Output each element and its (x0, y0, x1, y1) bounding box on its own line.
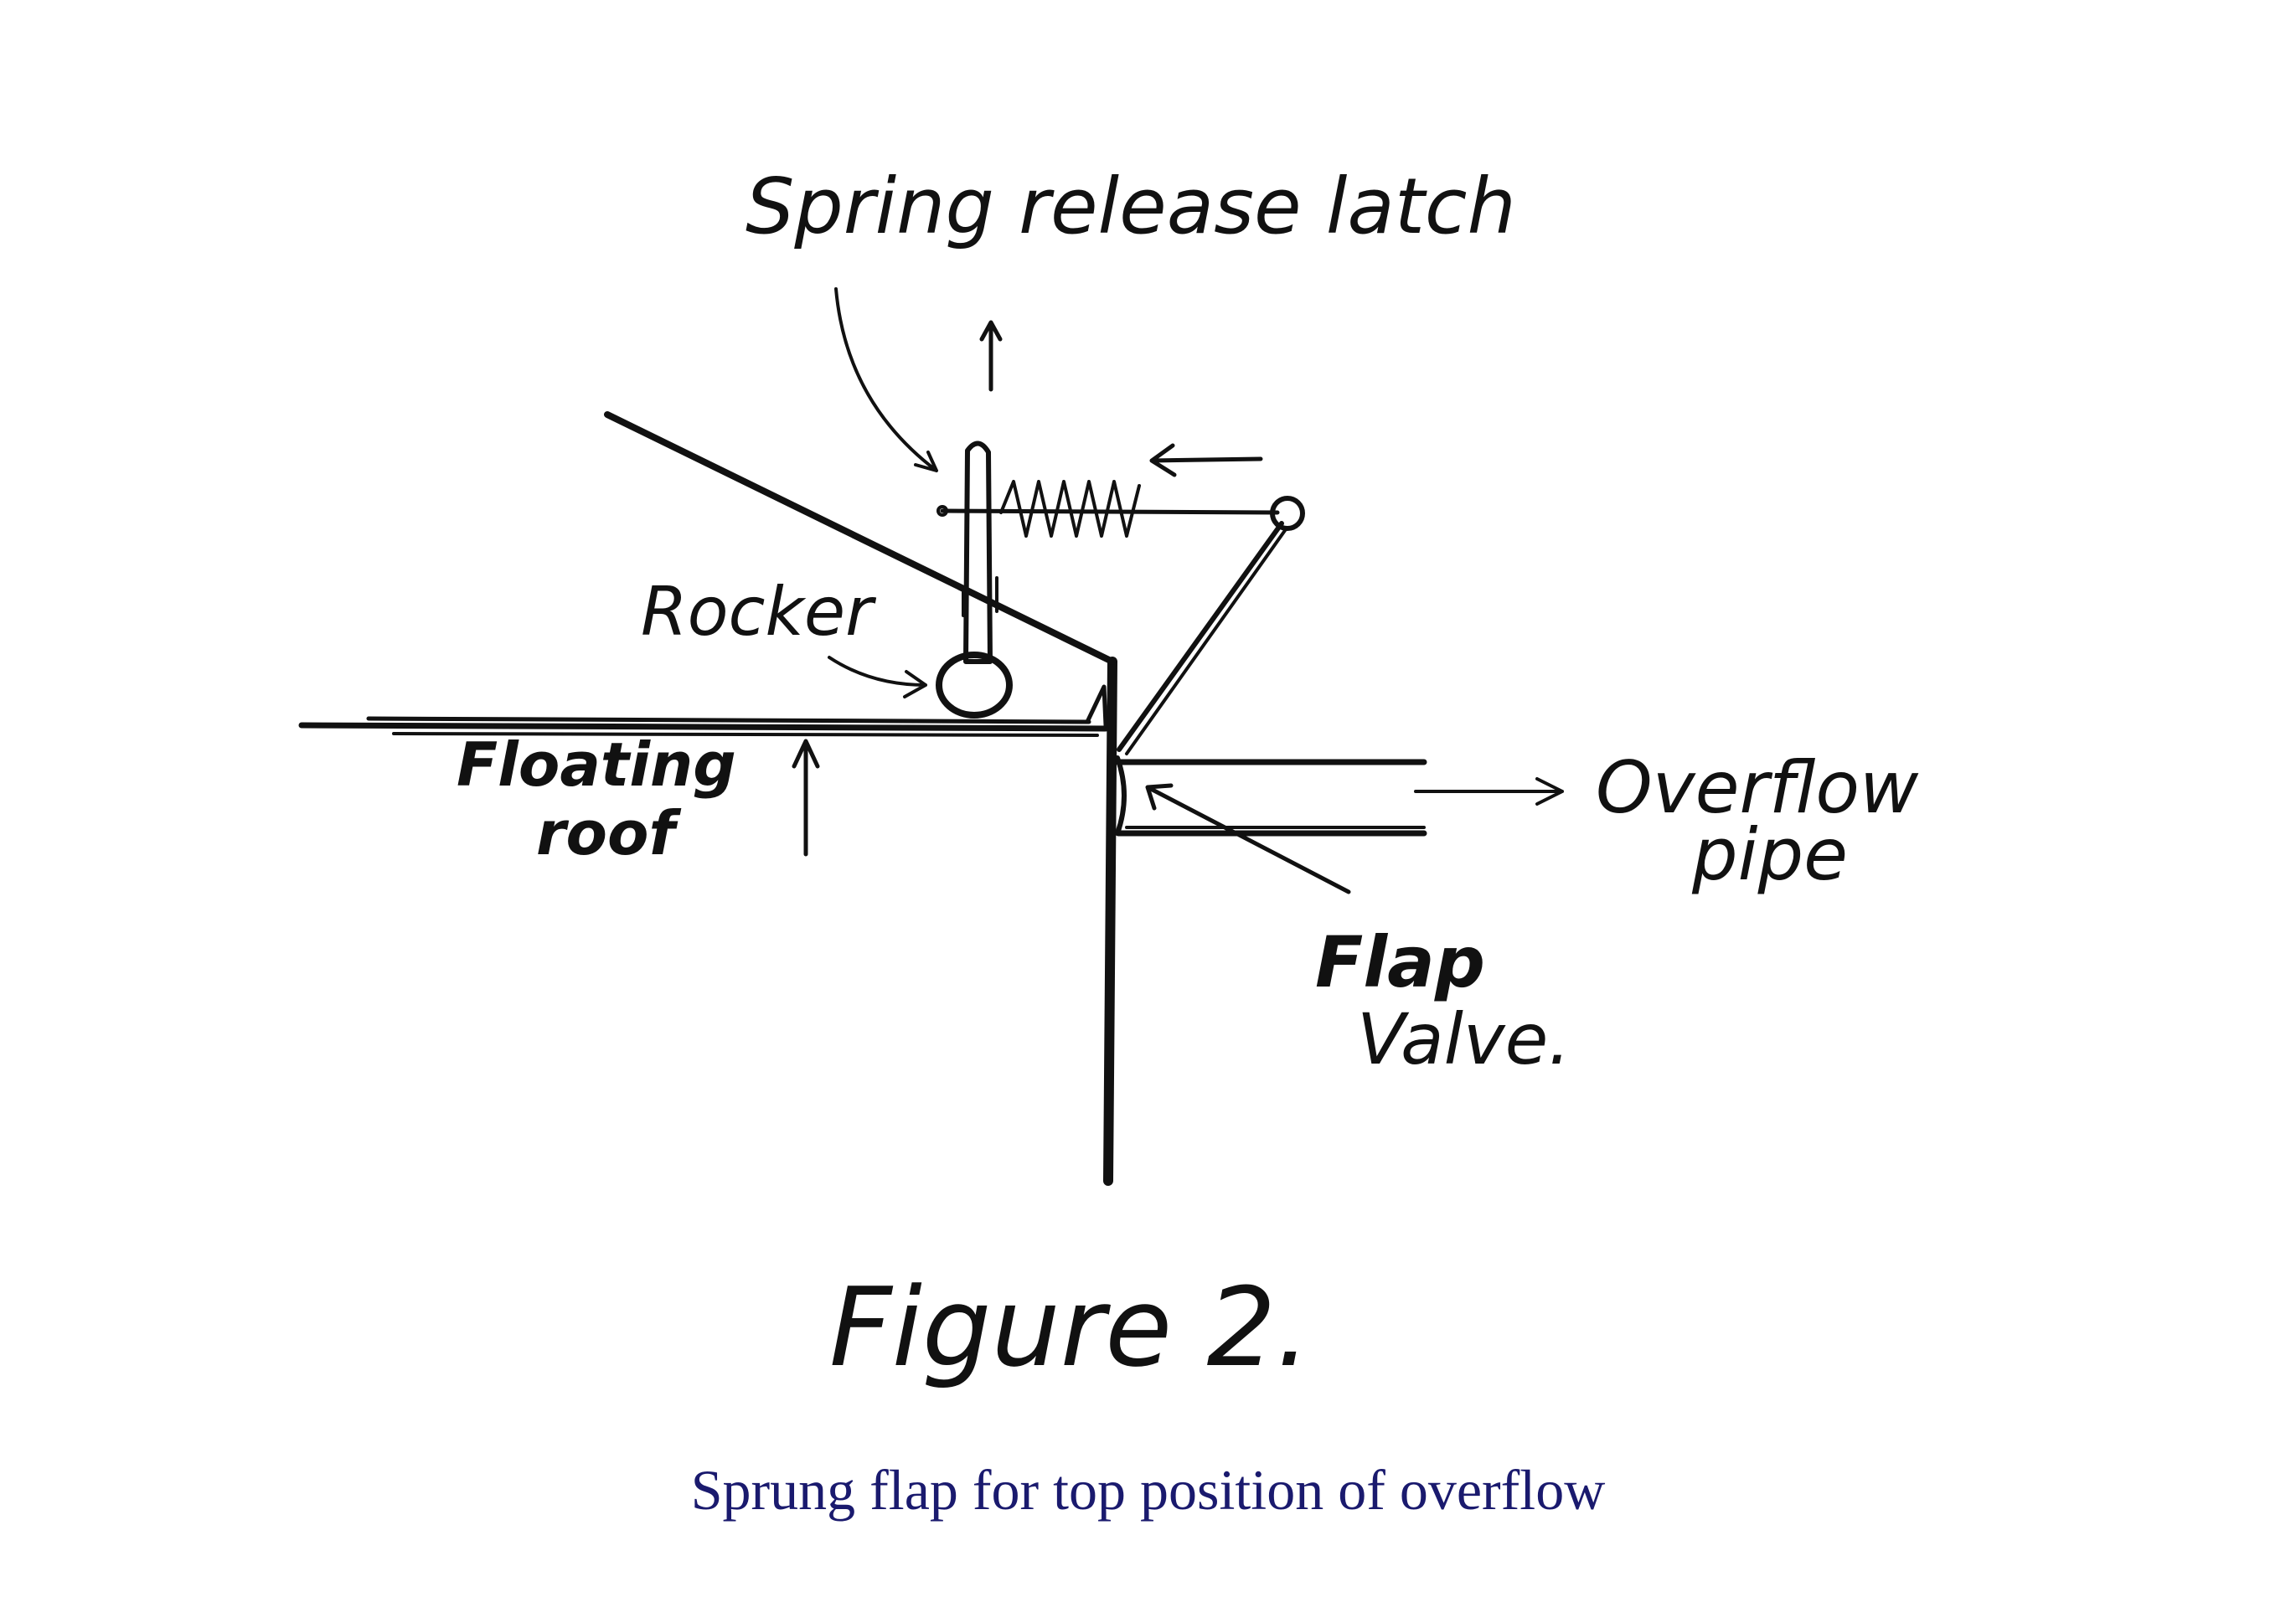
overflow-pipe-label-line1: Overflow (1596, 746, 1919, 830)
rocker-ball (936, 652, 1013, 719)
latch-leader (834, 287, 938, 472)
spring-release-latch-label: Spring release latch (746, 162, 1516, 251)
figure-label: Figure 2. (829, 1264, 1311, 1391)
overflow-pipe-label-line2: pipe (1691, 813, 1848, 897)
linkage-rod-2 (1125, 528, 1287, 755)
caption: Sprung flap for top position of overflow (690, 1458, 1606, 1522)
floating-roof-label-line1: Floating (457, 729, 736, 800)
flap-valve (1115, 755, 1127, 836)
rocker-label: Rocker (641, 573, 877, 651)
latch-arm-notch (962, 576, 998, 617)
roof-up-arrow (792, 739, 820, 857)
floating-roof-label-line2: roof (536, 798, 681, 868)
latch-up-arrow (979, 320, 1003, 392)
floating-roof-deck-underline (366, 716, 1091, 724)
floating-roof-deck (298, 722, 1109, 732)
roof-brace (1085, 684, 1108, 728)
spring (999, 480, 1141, 538)
flap-valve-leader (1145, 783, 1351, 894)
latch-rod-end (936, 505, 948, 517)
sloped-cover (604, 411, 1116, 665)
latch-rod (940, 508, 1280, 515)
latch-arm (963, 441, 993, 664)
floating-roof-deck-line3 (392, 732, 1099, 737)
spring-left-arrow (1149, 443, 1263, 477)
flap-valve-label-line1: Flap (1315, 921, 1485, 1003)
flap-valve-label-line2: Valve. (1357, 998, 1571, 1080)
tank-wall (1103, 657, 1117, 1186)
linkage-rod (1117, 521, 1284, 752)
overflow-right-arrow (1414, 777, 1564, 806)
rocker-leader (828, 656, 927, 698)
